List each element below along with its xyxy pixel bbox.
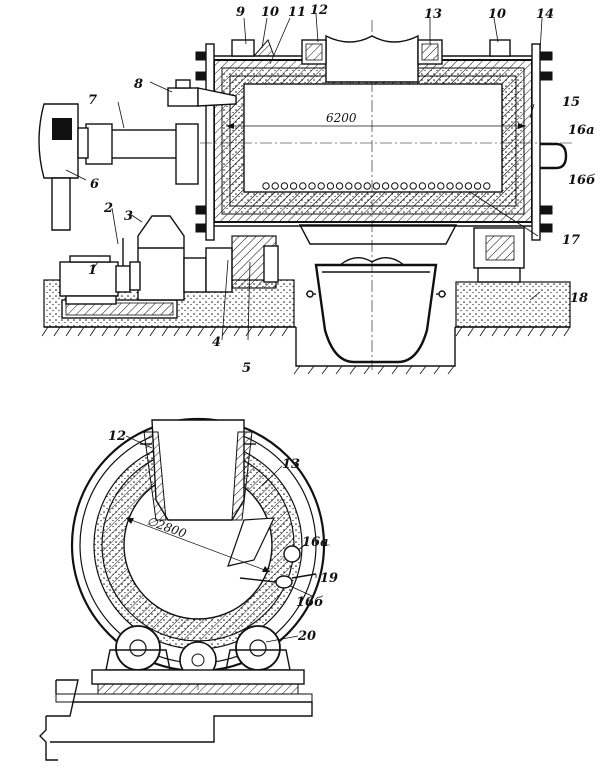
drive-shaft-bearings xyxy=(183,235,279,293)
side-elevation-view: 6200 xyxy=(38,3,596,376)
top-lug-9 xyxy=(231,39,255,57)
section-charging-mouth xyxy=(140,419,256,521)
vessel-support-saddle xyxy=(298,224,458,245)
top-lug-10 xyxy=(489,39,511,57)
exhaust-duct xyxy=(38,103,199,231)
section-foundation xyxy=(39,679,313,761)
callout-15: 15 xyxy=(562,95,580,110)
leader-lines-top xyxy=(65,13,543,341)
callout-1: 1 xyxy=(88,263,97,278)
callout-13: 13 xyxy=(424,7,442,22)
drum-shell xyxy=(195,43,568,241)
drive-motor xyxy=(59,255,119,305)
tuyere-hole xyxy=(354,182,362,190)
tuyere-hole xyxy=(317,182,325,190)
callout-17: 17 xyxy=(562,233,580,248)
callout-6: 6 xyxy=(90,177,99,192)
callout-16b: 16б xyxy=(568,173,596,188)
tuyere-hole xyxy=(464,182,473,190)
pipe-19 xyxy=(291,573,317,579)
callout-7: 7 xyxy=(88,93,97,108)
callout-section-16b: 16б xyxy=(296,595,324,610)
tuyere-hole xyxy=(280,182,289,190)
tuyere-hole xyxy=(427,182,436,190)
leader-lines-bottom xyxy=(125,435,317,643)
nozzle-16b xyxy=(275,575,293,589)
tuyere-hole xyxy=(345,182,353,190)
tuyere-hole xyxy=(455,182,463,190)
callout-4: 4 xyxy=(212,335,221,350)
tuyere-hole xyxy=(391,182,399,190)
callout-18: 18 xyxy=(570,291,588,306)
wedge-10 xyxy=(252,39,275,57)
base-frame xyxy=(55,669,313,703)
callout-14: 14 xyxy=(536,7,554,22)
callout-section-20: 20 xyxy=(297,629,316,644)
callout-3: 3 xyxy=(124,209,133,224)
callout-10-right: 10 xyxy=(488,7,506,22)
tuyere-hole xyxy=(299,182,307,190)
tuyere-hole xyxy=(363,182,371,190)
tuyere-hole xyxy=(418,182,427,190)
dimension-6200: 6200 xyxy=(226,111,526,129)
callout-2: 2 xyxy=(103,201,113,216)
callouts-bottom: 12 13 16а 19 16б 20 xyxy=(108,429,338,644)
tuyere-hole xyxy=(262,182,270,190)
ladle-pit xyxy=(293,327,456,375)
callout-8: 8 xyxy=(134,77,143,92)
tuyere-hole xyxy=(400,182,408,190)
right-roller-support xyxy=(473,227,525,283)
callout-section-13: 13 xyxy=(282,457,300,472)
callout-12: 12 xyxy=(310,3,328,18)
nozzle-16a xyxy=(283,545,301,563)
burner xyxy=(167,79,237,107)
ground-line xyxy=(41,326,571,337)
callout-16a: 16а xyxy=(568,123,595,138)
callout-5: 5 xyxy=(242,361,251,376)
tuyere-hole xyxy=(289,182,298,190)
callout-section-12: 12 xyxy=(108,429,126,444)
tuyere-hole xyxy=(483,182,491,190)
ladle xyxy=(306,257,446,364)
tuyere-hole xyxy=(326,182,335,190)
right-foundation-18 xyxy=(455,281,571,328)
tuyere-hole xyxy=(372,182,381,190)
tuyere-hole xyxy=(335,182,344,190)
tuyere-hole xyxy=(409,182,417,190)
tuyere-hole xyxy=(308,182,316,190)
slag-notch xyxy=(227,517,275,567)
callout-9: 9 xyxy=(236,5,245,20)
tuyere-hole xyxy=(381,182,390,190)
tuyere-hole xyxy=(446,182,454,190)
tuyere-hole xyxy=(271,182,279,190)
callout-10-left: 10 xyxy=(261,5,279,20)
tuyere-hole xyxy=(437,182,445,190)
callout-11: 11 xyxy=(288,5,306,20)
support-rollers xyxy=(105,625,291,679)
callout-section-19: 19 xyxy=(320,571,338,586)
callouts-top: 9 10 11 12 13 10 14 8 7 6 15 16а 16б 17 … xyxy=(88,3,596,376)
tuyere-row xyxy=(262,182,491,190)
tuyere-hole xyxy=(473,182,482,190)
reducer xyxy=(129,215,185,301)
dimension-text-6200: 6200 xyxy=(326,111,357,125)
cross-section-view: ∅2800 xyxy=(39,417,338,761)
callout-section-16a: 16а xyxy=(302,535,329,550)
